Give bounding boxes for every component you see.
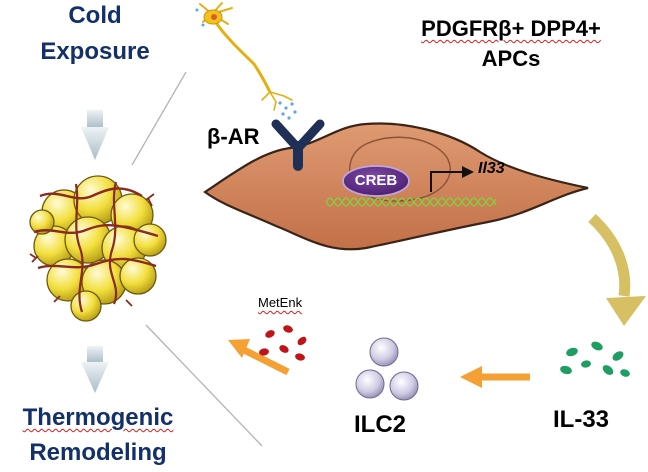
beta-ar-label: β-AR <box>207 124 260 149</box>
transcription-arrowhead <box>462 166 474 178</box>
il33-gene-label: Il33 <box>478 160 505 177</box>
down-arrow-lower <box>81 346 109 393</box>
thermogenic-label-line1: Thermogenic <box>22 404 174 431</box>
divider-line-lower <box>145 324 263 447</box>
apc-label-line2: APCs <box>481 46 541 71</box>
divider-line-upper <box>131 71 187 166</box>
cold-exposure-label-line2: Exposure <box>40 38 150 65</box>
curved-arrowhead <box>606 296 646 326</box>
metenk-label: MetEnk <box>258 295 303 310</box>
cold-exposure-label-line1: Cold <box>68 2 122 29</box>
ilc2-cells <box>355 337 419 401</box>
apc-label-line1: PDGFRβ+ DPP4+ <box>421 16 601 41</box>
orange-arrow-right <box>460 366 530 388</box>
dna-helix <box>325 197 497 207</box>
transcription-arrow <box>430 171 462 192</box>
il33-protein-dots <box>560 341 630 377</box>
thermogenic-label-line2: Remodeling <box>29 439 167 466</box>
beta-ar-receptor-icon <box>271 119 325 171</box>
nucleus-outline <box>348 136 451 202</box>
creb-oval <box>342 165 410 197</box>
curved-arrow <box>588 213 631 297</box>
down-arrow-upper <box>81 110 109 160</box>
neuron-nucleus <box>211 14 217 20</box>
ilc2-label: ILC2 <box>354 411 407 438</box>
neurotransmitter-dots <box>195 8 297 120</box>
creb-label: CREB <box>354 172 398 189</box>
adipose-tissue-icon <box>29 175 167 322</box>
metenk-dots <box>259 325 307 361</box>
neuron-icon <box>199 2 293 111</box>
il33-protein-label: IL-33 <box>553 406 610 433</box>
orange-arrow-left <box>228 339 290 376</box>
